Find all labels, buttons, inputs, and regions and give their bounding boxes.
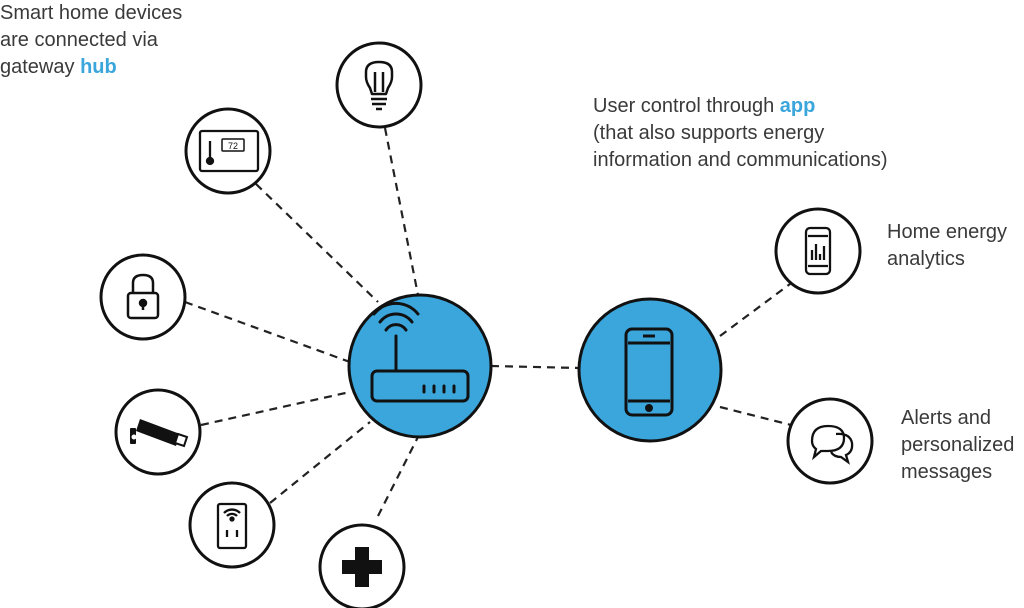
analytics-label: Home energy analytics — [887, 219, 1024, 273]
app-caption-line-1-text: User control through — [593, 95, 780, 117]
hub-caption: Smart home devices are connected via gat… — [0, 0, 260, 81]
hub-highlight: hub — [80, 56, 117, 78]
alerts-label: Alerts and personalized messages — [901, 405, 1024, 486]
chat-bubbles-icon — [810, 424, 854, 465]
alerts-label-line-1: Alerts and — [901, 407, 992, 429]
analytics-label-line-1: Home energy — [887, 221, 1008, 243]
connector-hub-app — [490, 364, 580, 370]
hub-caption-line-1: Smart home devices — [0, 2, 183, 24]
lock-icon — [126, 273, 160, 320]
thermostat-display: 72 — [228, 141, 238, 151]
analytics-phone-icon — [804, 226, 832, 276]
alerts-label-line-2: personalized — [901, 434, 1015, 456]
connector-camera — [200, 390, 351, 427]
connector-lock — [184, 300, 351, 364]
medical-cross-icon — [342, 547, 382, 587]
alerts-label-line-3: messages — [901, 461, 993, 483]
hub-node — [347, 293, 493, 439]
plug-node — [188, 481, 276, 569]
light-bulb-icon — [364, 60, 394, 111]
app-node — [577, 297, 723, 443]
analytics-node — [774, 207, 862, 295]
connector-alerts — [719, 405, 796, 428]
hub-caption-line-3: gateway hub — [0, 54, 260, 81]
smartphone-icon — [624, 327, 674, 417]
app-highlight: app — [779, 95, 816, 117]
thermostat-node: 72 — [184, 107, 272, 195]
analytics-label-line-2: analytics — [887, 248, 965, 270]
smart-plug-icon — [216, 502, 248, 550]
hub-caption-line-2: are connected via — [0, 29, 158, 51]
app-caption-line-1: User control through app — [593, 93, 973, 120]
thermostat-icon — [198, 129, 260, 173]
security-camera-icon — [130, 419, 189, 448]
app-caption: User control through app (that also supp… — [593, 93, 973, 174]
connectors — [184, 127, 796, 517]
connector-health — [377, 436, 419, 517]
light-bulb-node — [335, 41, 423, 129]
hub-caption-line-3-text: gateway — [0, 56, 81, 78]
connector-thermostat — [255, 183, 379, 303]
connector-plug — [269, 421, 371, 504]
app-caption-line-2: (that also supports energy — [593, 122, 825, 144]
lock-node — [99, 253, 187, 341]
app-caption-line-3: information and communications) — [593, 149, 888, 171]
connector-analytics — [719, 283, 791, 337]
camera-node — [114, 388, 202, 476]
health-node — [318, 523, 406, 608]
alerts-node — [786, 397, 874, 485]
connector-bulb — [383, 127, 420, 296]
router-icon — [370, 301, 470, 403]
